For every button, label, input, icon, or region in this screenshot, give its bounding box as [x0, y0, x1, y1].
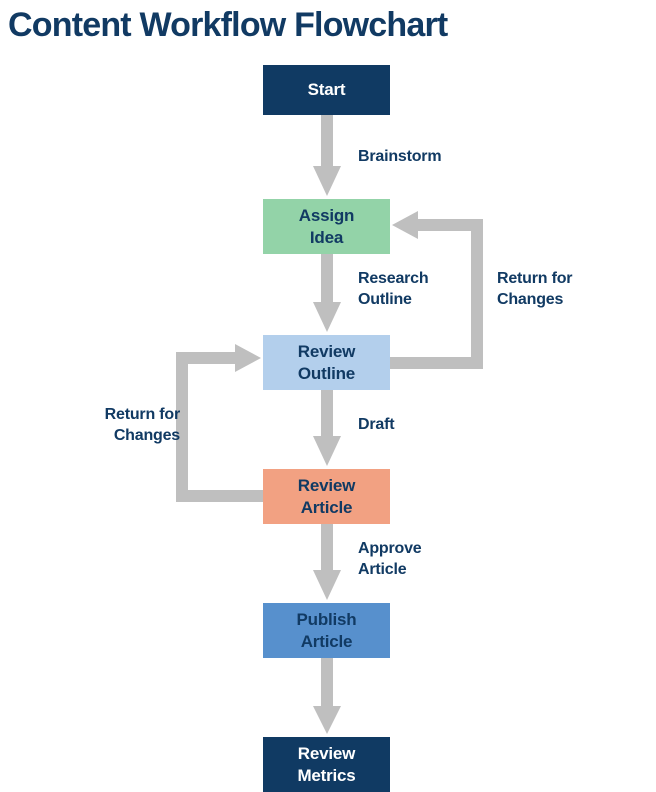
node-review-outline[interactable]: Review Outline [263, 335, 390, 390]
node-review-article[interactable]: Review Article [263, 469, 390, 524]
node-assign-idea-label: Assign Idea [298, 205, 355, 247]
edge-label-brainstorm: Brainstorm [358, 148, 442, 165]
arrow-review-outline-to-review-article [313, 390, 341, 466]
node-review-metrics-label: Review Metrics [297, 743, 356, 785]
arrow-assign-idea-to-review-outline [313, 254, 341, 332]
arrow-publish-article-to-review-metrics [313, 658, 341, 734]
edge-label-draft: Draft [358, 416, 395, 433]
node-assign-idea[interactable]: Assign Idea [263, 199, 390, 254]
edge-label-approve-article: Approve Article [358, 540, 422, 578]
node-publish-article[interactable]: Publish Article [263, 603, 390, 658]
arrow-review-article-to-review-outline-feedback [176, 344, 264, 502]
edge-label-return-for-changes-left: Return for Changes [104, 406, 181, 444]
node-start[interactable]: Start [263, 65, 390, 115]
edge-label-return-for-changes-right: Return for Changes [497, 270, 573, 308]
arrow-start-to-assign-idea [313, 115, 341, 196]
arrow-review-article-to-publish-article [313, 524, 341, 600]
node-review-metrics[interactable]: Review Metrics [263, 737, 390, 792]
node-review-outline-label: Review Outline [297, 341, 356, 383]
node-publish-article-label: Publish Article [296, 609, 357, 651]
node-review-article-label: Review Article [297, 475, 356, 517]
page-title: Content Workflow Flowchart [8, 6, 448, 44]
edge-label-research-outline: Research Outline [358, 270, 429, 308]
node-start-label: Start [307, 80, 346, 99]
